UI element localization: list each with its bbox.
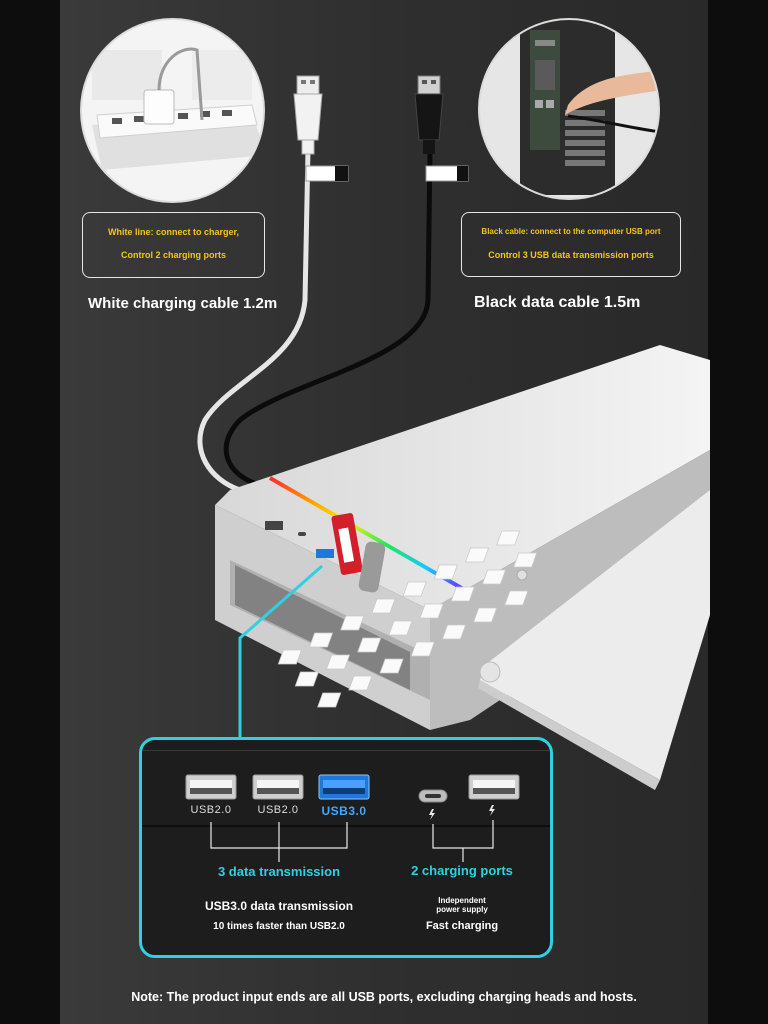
black-cable-callout-line-1: Black cable: connect to the computer USB… (481, 227, 661, 236)
computer-photo-circle (478, 18, 660, 200)
usb3-subtitle: 10 times faster than USB2.0 (213, 921, 345, 932)
port-label-usb3: USB3.0 (321, 804, 367, 818)
power-strip-icon (82, 20, 263, 201)
white-cable-label: White charging cable 1.2m (88, 295, 278, 312)
usb-a-port-1 (185, 774, 237, 800)
power-supply-line-1: Independent (438, 896, 486, 905)
computer-tower-icon (480, 20, 658, 198)
usb-a-plug-icon (293, 75, 349, 182)
charging-group-label: 2 charging ports (411, 863, 513, 878)
footnote: Note: The product input ends are all USB… (131, 990, 637, 1004)
bracket-lines (210, 805, 495, 862)
ports-detail-panel: USB2.0 USB2.0 USB3.0 3 data transmission… (139, 737, 553, 958)
usb-c-port-icon (418, 789, 448, 803)
hand-icon (565, 70, 658, 115)
white-line-callout-line-1: White line: connect to charger, (107, 227, 240, 237)
black-cable-callout-line-2: Control 3 USB data transmission ports (488, 250, 654, 260)
usb3-title: USB3.0 data transmission (204, 899, 354, 913)
charger-photo-circle (80, 18, 265, 203)
usb3-port (318, 774, 370, 800)
usb-a-port-charging (468, 774, 520, 800)
lightning-icon (429, 805, 495, 820)
usb-a-port-2 (252, 774, 304, 800)
port-label-usb2-2: USB2.0 (257, 804, 299, 816)
power-supply-line-2: power supply (436, 905, 488, 914)
data-group-label: 3 data transmission (217, 864, 341, 879)
white-line-callout-line-2: Control 2 charging ports (120, 250, 226, 260)
usb-a-plug-icon (414, 75, 469, 182)
black-cable-callout: Black cable: connect to the computer USB… (461, 212, 681, 277)
port-label-usb2-1: USB2.0 (190, 804, 232, 816)
fast-charging-label: Fast charging (425, 920, 499, 932)
black-cable-label: Black data cable 1.5m (474, 294, 641, 311)
white-line-callout: White line: connect to charger, Control … (82, 212, 265, 278)
